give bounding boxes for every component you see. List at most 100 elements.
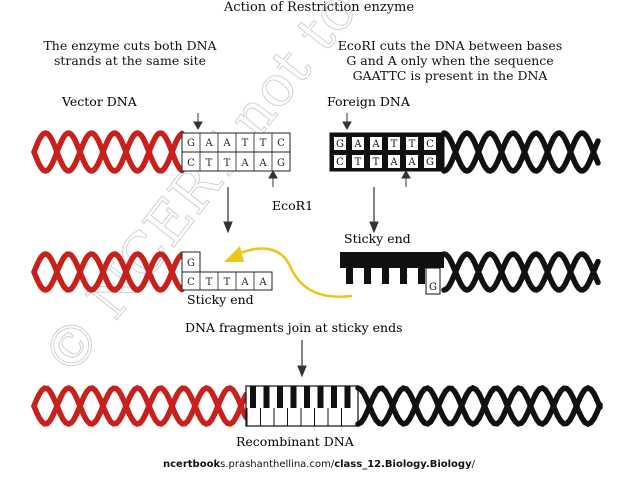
base-letter: A bbox=[258, 277, 267, 288]
right-caption-line: EcoRI cuts the DNA between bases bbox=[337, 38, 563, 53]
base-letter: C bbox=[336, 157, 344, 168]
base-letter: T bbox=[373, 157, 380, 168]
base-letter: C bbox=[187, 158, 195, 169]
joining-arrow bbox=[237, 247, 353, 299]
base-letter: G bbox=[187, 258, 195, 269]
base-letter: A bbox=[371, 139, 380, 150]
base-letter: T bbox=[224, 277, 231, 288]
right-caption-line: GAATTC is present in the DNA bbox=[352, 68, 548, 83]
base-letter: C bbox=[426, 139, 434, 150]
left-caption: The enzyme cuts both DNA strands at the … bbox=[30, 38, 230, 68]
base-slot bbox=[424, 155, 436, 168]
base-letter: A bbox=[204, 138, 213, 149]
base-letter: T bbox=[242, 138, 249, 149]
base-letter: A bbox=[240, 277, 249, 288]
vector-helix-left bbox=[31, 130, 185, 174]
recombinant-helix-left bbox=[31, 384, 249, 428]
base-letter: G bbox=[187, 138, 195, 149]
cut-tooth bbox=[400, 268, 407, 284]
footer-part: s.prashanthellina.com/ bbox=[220, 459, 335, 470]
foreign-helix-strand bbox=[441, 130, 601, 174]
base-slot bbox=[388, 137, 400, 150]
vector-helix-strand bbox=[31, 251, 185, 293]
foreign-helix-strand bbox=[441, 251, 601, 293]
base-letter: A bbox=[407, 157, 416, 168]
ladder-rung bbox=[277, 386, 283, 408]
sticky-end-label-right: Sticky end bbox=[344, 231, 411, 246]
foreign-helix-right bbox=[441, 130, 601, 174]
cut-g-frame bbox=[425, 267, 441, 295]
recombinant-helix-right bbox=[355, 384, 603, 428]
left-caption-line: The enzyme cuts both DNA bbox=[43, 38, 217, 53]
base-letter: C bbox=[429, 258, 437, 269]
foreign-dna-label: Foreign DNA bbox=[327, 94, 411, 109]
vector-dna-label: Vector DNA bbox=[61, 94, 138, 109]
footer-part: / bbox=[471, 459, 475, 470]
base-letter: T bbox=[260, 138, 267, 149]
left-caption-line: strands at the same site bbox=[53, 53, 207, 68]
footer-part: class_12.Biology.Biology bbox=[334, 459, 472, 470]
base-letter: G bbox=[336, 139, 344, 150]
cut-backbone bbox=[340, 252, 444, 268]
arrows bbox=[193, 113, 411, 378]
ladder-rung bbox=[317, 386, 324, 408]
base-slot bbox=[406, 155, 418, 168]
base-letter: T bbox=[224, 158, 231, 169]
cut-tooth bbox=[382, 268, 389, 284]
vector-helix-strand bbox=[31, 251, 185, 293]
base-letter: T bbox=[383, 275, 390, 286]
cut-tooth bbox=[346, 268, 353, 284]
base-letter: C bbox=[187, 277, 195, 288]
base-slot bbox=[406, 137, 418, 150]
foreign-helix-cut bbox=[441, 251, 601, 293]
vector-helix-strand bbox=[31, 384, 249, 427]
base-letter: A bbox=[240, 158, 249, 169]
recombinant-ladder bbox=[245, 385, 359, 427]
enzyme-label: EcoR1 bbox=[272, 198, 313, 213]
ladder-rung bbox=[263, 386, 270, 408]
base-letter: G bbox=[277, 158, 285, 169]
foreign-helix-strand bbox=[441, 130, 601, 174]
base-letter: A bbox=[353, 139, 362, 150]
cut-tooth bbox=[418, 268, 425, 284]
base-letter: T bbox=[391, 139, 398, 150]
footer-part: ncertbook bbox=[163, 459, 221, 470]
cut-tooth bbox=[364, 268, 371, 284]
base-slot bbox=[370, 155, 382, 168]
base-letter: T bbox=[206, 277, 213, 288]
base-letter: T bbox=[206, 158, 213, 169]
base-letter: A bbox=[345, 275, 354, 286]
vector-helix-strand bbox=[31, 130, 185, 174]
base-letter: T bbox=[409, 139, 416, 150]
base-slot bbox=[352, 155, 364, 168]
base-letter: A bbox=[222, 138, 231, 149]
vector-helix-strand bbox=[31, 385, 249, 428]
ladder-rung bbox=[250, 386, 256, 408]
right-caption: EcoRI cuts the DNA between bases G and A… bbox=[300, 38, 600, 83]
foreign-helix-strand bbox=[355, 384, 603, 428]
joining-arrow-head bbox=[224, 246, 244, 262]
vector-helix-cut bbox=[31, 251, 185, 293]
base-slot bbox=[370, 137, 382, 150]
ladder-rung bbox=[331, 386, 337, 408]
diagram-title: Action of Restriction enzyme bbox=[223, 0, 415, 15]
base-letter: C bbox=[277, 138, 285, 149]
ladder-rung bbox=[290, 386, 297, 408]
base-slot bbox=[334, 137, 346, 150]
recombinant-dna-label: Recombinant DNA bbox=[236, 434, 355, 449]
base-letter: T bbox=[355, 157, 362, 168]
base-letter: G bbox=[426, 157, 434, 168]
base-letter: T bbox=[401, 275, 408, 286]
base-slot bbox=[424, 137, 436, 150]
base-letter: A bbox=[363, 275, 372, 286]
ladder-rung bbox=[304, 386, 310, 408]
vector-helix-strand bbox=[31, 130, 185, 174]
foreign-helix-strand bbox=[355, 384, 603, 428]
footer-url[interactable]: ncertbooks.prashanthellina.com/class_12.… bbox=[0, 459, 638, 470]
foreign-helix-strand bbox=[441, 251, 601, 293]
base-letter: A bbox=[389, 157, 398, 168]
